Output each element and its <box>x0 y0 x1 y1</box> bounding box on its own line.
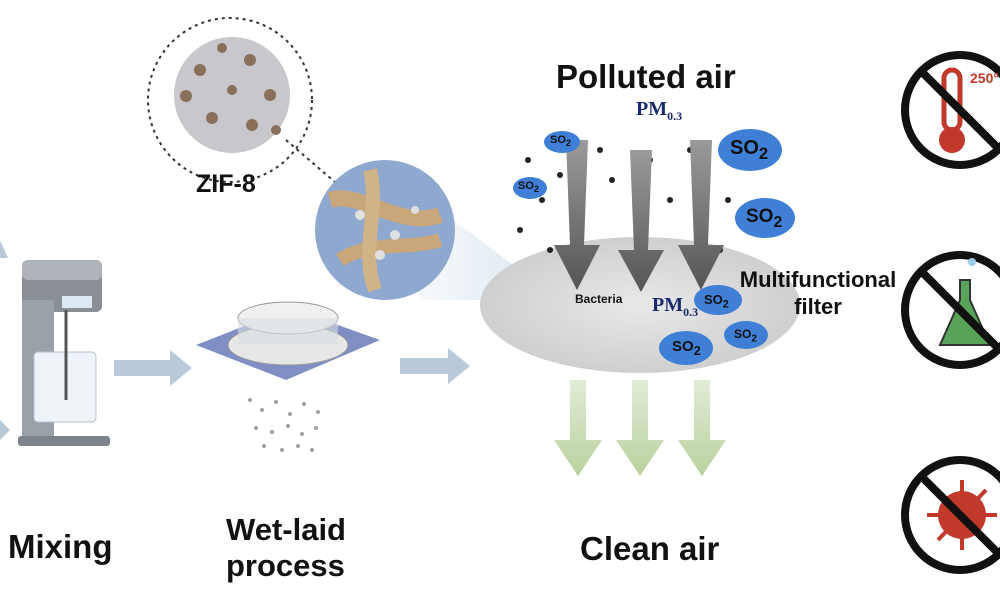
pm03-label-top: PM0.3 <box>636 98 683 123</box>
so2-clouds <box>513 129 795 365</box>
so2-label: SO2 <box>734 327 757 345</box>
clean-air-arrows <box>554 380 726 476</box>
bacteria-label: Bacteria <box>575 292 623 306</box>
no-high-temperature-icon <box>901 51 1000 169</box>
so2-label: SO2 <box>518 180 539 195</box>
no-chemical-icon <box>901 251 1000 369</box>
wet-laid-device-illustration <box>196 301 380 452</box>
so2-label: SO2 <box>704 292 729 311</box>
left-partial-arrows <box>0 240 10 440</box>
zif8-crystal-illustration <box>147 17 351 196</box>
so2-label: SO2 <box>672 338 701 358</box>
wet-laid-label-line2: process <box>226 548 345 583</box>
so2-label: SO2 <box>550 134 571 149</box>
process-arrow-2 <box>400 348 470 384</box>
clean-air-label: Clean air <box>580 530 720 567</box>
no-bacteria-icon <box>901 456 1000 574</box>
temperature-label: 250° <box>970 70 999 86</box>
wet-laid-label-line1: Wet-laid <box>226 512 346 547</box>
multifunctional-label-line2: filter <box>794 294 842 319</box>
wet-laid-label: Wet-laid process <box>226 512 346 584</box>
filter-disk <box>480 237 800 373</box>
mixing-label: Mixing <box>8 528 113 565</box>
process-arrow-1 <box>114 350 192 386</box>
polluted-air-arrows <box>554 140 724 292</box>
pm03-label-filter: PM0.3 <box>652 294 699 319</box>
so2-label: SO2 <box>746 206 783 231</box>
multifunctional-label-line1: Multifunctional <box>739 267 897 292</box>
polluted-air-label: Polluted air <box>556 58 736 95</box>
so2-label: SO2 <box>730 137 769 163</box>
mixer-device-illustration <box>18 260 110 446</box>
multifunctional-filter-label: Multifunctional filter <box>728 266 908 320</box>
zif8-label: ZIF-8 <box>196 170 256 198</box>
